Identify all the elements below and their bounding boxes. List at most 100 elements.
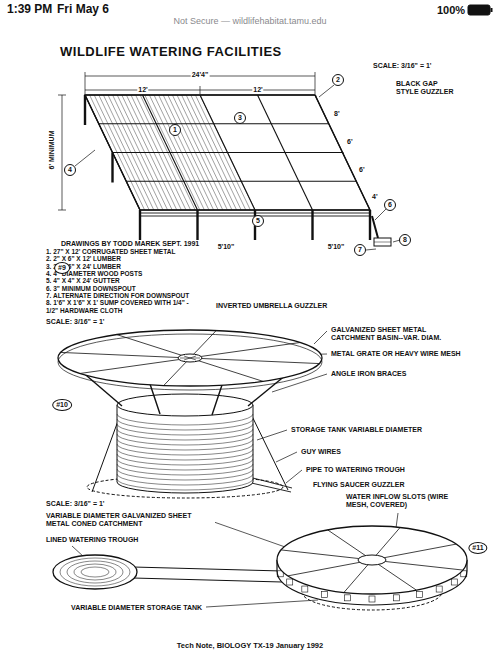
- dimension: 6': [358, 166, 366, 174]
- scale-note: SCALE: 3/16" = 1': [45, 500, 105, 508]
- dimension: 5'10": [217, 243, 236, 251]
- callout-leaders-part: [396, 513, 398, 528]
- drawing-line-part: [74, 564, 116, 580]
- black-gap-guzzler-part: [372, 216, 378, 238]
- address-bar: Not Secure — wildlifehabitat.tamu.edu: [172, 16, 327, 26]
- drawing-line-part: [117, 429, 253, 440]
- drawing-line: [85, 95, 370, 210]
- drawing-line-part: [302, 586, 308, 592]
- part-label: WATER INFLOW SLOTS (WIRE MESH, COVERED): [345, 493, 459, 509]
- drawing-line-part: [322, 591, 328, 597]
- drawing-line-part: [196, 210, 198, 240]
- figure-number: #9: [54, 262, 70, 274]
- umbrella-guzzler-part: [180, 356, 200, 360]
- black-gap-guzzler-part: [85, 95, 370, 210]
- part-label: VARIABLE DIAMETER GALVANIZED SHEET METAL…: [45, 512, 215, 528]
- drawing-line-part: [81, 567, 109, 577]
- part-label: GALVANIZED SHEET METAL CATCHMENT BASIN--…: [330, 326, 472, 342]
- drawing-line-part: [190, 358, 263, 381]
- part-label: ANGLE IRON BRACES: [330, 370, 407, 378]
- drawing-line-part: [344, 595, 350, 601]
- drawing-line-part: [117, 449, 253, 460]
- part-label: LINED WATERING TROUGH: [45, 536, 139, 544]
- drawing-line-part: [417, 591, 423, 597]
- callout-number: 8: [399, 234, 411, 246]
- dimension: 6' MINIMUM: [48, 130, 56, 171]
- drawing-line-part: [126, 181, 356, 182]
- black-gap-guzzler-part: [140, 213, 370, 214]
- drawing-line-part: [117, 414, 253, 425]
- umbrella-guzzler-part: [117, 394, 253, 416]
- black-gap-guzzler: [85, 95, 391, 246]
- drawing-line-part: [117, 424, 253, 435]
- drawing-title: INVERTED UMBRELLA GUZZLER: [215, 302, 328, 310]
- drawing-line-part: [80, 358, 190, 373]
- dimension-lines: [58, 72, 315, 210]
- drawing-line-part: [60, 558, 130, 586]
- callout-leaders-part: [214, 522, 288, 548]
- drawing-line-part: [451, 579, 457, 585]
- dimension: 24'4": [191, 71, 210, 79]
- figure-number: #11: [468, 542, 487, 554]
- drawing-line-part: [85, 94, 315, 95]
- drawing-line-part: [369, 210, 371, 240]
- dimension: 5'10": [327, 243, 346, 251]
- drawing-line-part: [113, 152, 343, 153]
- umbrella-guzzler-part: [178, 354, 202, 362]
- part-label: GUY WIRES: [300, 448, 342, 456]
- dimension: 4': [371, 193, 379, 201]
- drawing-line-part: [117, 434, 253, 445]
- caption: Tech Note, BIOLOGY TX-19 January 1992: [177, 641, 323, 650]
- dimension: 6': [346, 138, 354, 146]
- drawing-line-part: [117, 335, 190, 358]
- part-label: VARIABLE DIAMETER STORAGE TANK: [70, 604, 203, 612]
- callout-number: 1: [169, 124, 181, 136]
- drawing-line-part: [140, 209, 370, 210]
- status-time: 1:39 PM: [6, 3, 53, 17]
- black-gap-guzzler-part: [374, 242, 391, 243]
- drawing-line-part: [117, 454, 253, 465]
- drawing-title: FLYING SAUCER GUZZLER: [312, 481, 406, 489]
- flying-saucer-guzzler-part: [133, 567, 282, 571]
- battery-icon: [468, 5, 493, 15]
- battery-icon-part: [468, 5, 490, 15]
- scale-note: SCALE: 3/16" = 1': [372, 62, 432, 70]
- part-label: METAL GRATE OR HEAVY WIRE MESH: [330, 350, 462, 358]
- drawing-line-part: [394, 595, 400, 601]
- umbrella-guzzler-part: [58, 334, 322, 390]
- drawing-line-part: [190, 358, 319, 364]
- callout-number: 6: [384, 199, 396, 211]
- parts-note: 8. 1'6" X 1'6" X 1' SUMP COVERED WITH 1/…: [45, 299, 197, 314]
- callout-number: 7: [354, 244, 366, 256]
- drawing-line-part: [117, 439, 253, 450]
- umbrella-guzzler-part: [58, 330, 322, 386]
- drawing-line-part: [139, 210, 141, 240]
- drawing-line-part: [61, 352, 190, 358]
- dimension: 12': [252, 86, 263, 94]
- drawing-title: BLACK GAP STYLE GUZZLER: [395, 80, 459, 96]
- drawing-line-part: [117, 469, 253, 480]
- callout-number: 2: [332, 74, 344, 86]
- dimension-lines-part: [315, 72, 316, 94]
- umbrella-guzzler-part: [117, 405, 253, 493]
- black-gap-guzzler-part: [374, 238, 391, 246]
- callout-leaders-part: [276, 452, 297, 462]
- callout-leaders-part: [286, 470, 302, 483]
- part-label: PIPE TO WATERING TROUGH: [305, 466, 406, 474]
- drawing-line-part: [99, 123, 329, 124]
- drawing-line-part: [311, 210, 313, 240]
- dimension: 12': [137, 86, 148, 94]
- credit-note: DRAWINGS BY TODD MAREK SEPT. 1991: [60, 240, 200, 248]
- drawing-line-part: [117, 444, 253, 455]
- drawing-line: [60, 558, 130, 586]
- battery-level: 100%: [436, 4, 466, 17]
- callout-leaders-part: [319, 85, 334, 97]
- umbrella-guzzler: [58, 330, 322, 498]
- callout-leaders-part: [206, 600, 318, 607]
- drawing-line: [61, 331, 320, 386]
- drawing-line-part: [436, 586, 442, 592]
- callout-number: 5: [252, 215, 264, 227]
- scale-note: SCALE: 3/16" = 1': [45, 318, 105, 326]
- drawing-line-part: [117, 464, 253, 475]
- drawing-line-part: [117, 459, 253, 470]
